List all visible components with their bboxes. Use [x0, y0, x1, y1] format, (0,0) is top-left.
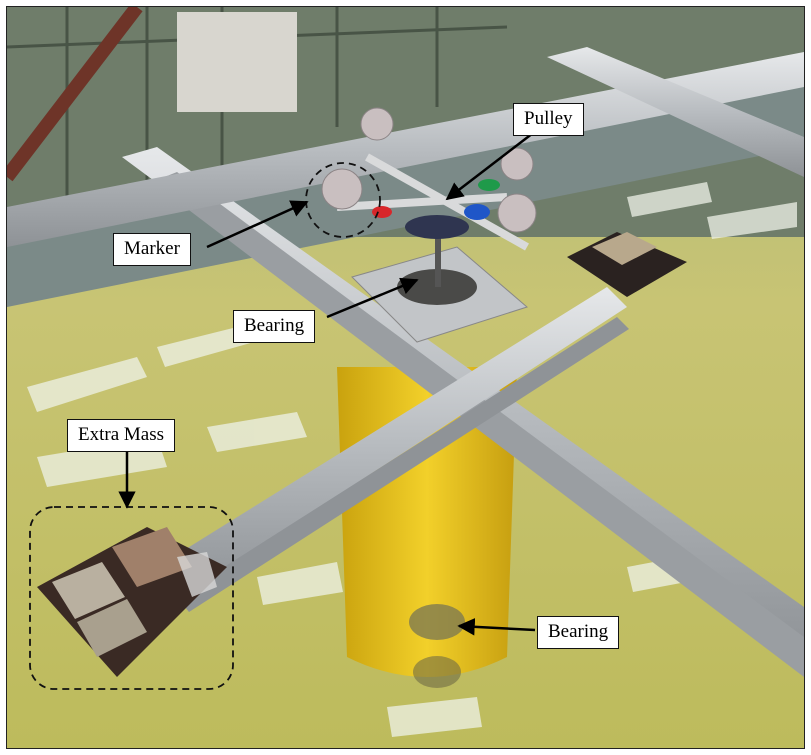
pulley-label: Pulley [513, 103, 584, 136]
red-marker [372, 206, 392, 218]
bearing-top-label: Bearing [233, 310, 316, 343]
red-beam [7, 7, 143, 182]
underwater-bearing [409, 604, 465, 640]
extra-mass-label: Extra Mass [67, 419, 176, 452]
rail-cross [157, 287, 627, 597]
photo-frame: Pulley Marker Bearing Extra Mass Bearing [6, 6, 805, 749]
green-marker [478, 179, 500, 191]
cabinet [177, 12, 297, 112]
blue-marker [464, 204, 490, 220]
rail-right [547, 47, 804, 177]
marker-label: Marker [113, 233, 191, 266]
bearing-bottom-label: Bearing [537, 616, 620, 649]
test-rig-photo [7, 7, 804, 748]
rail-upper [7, 52, 804, 247]
tank-wall [7, 77, 804, 307]
